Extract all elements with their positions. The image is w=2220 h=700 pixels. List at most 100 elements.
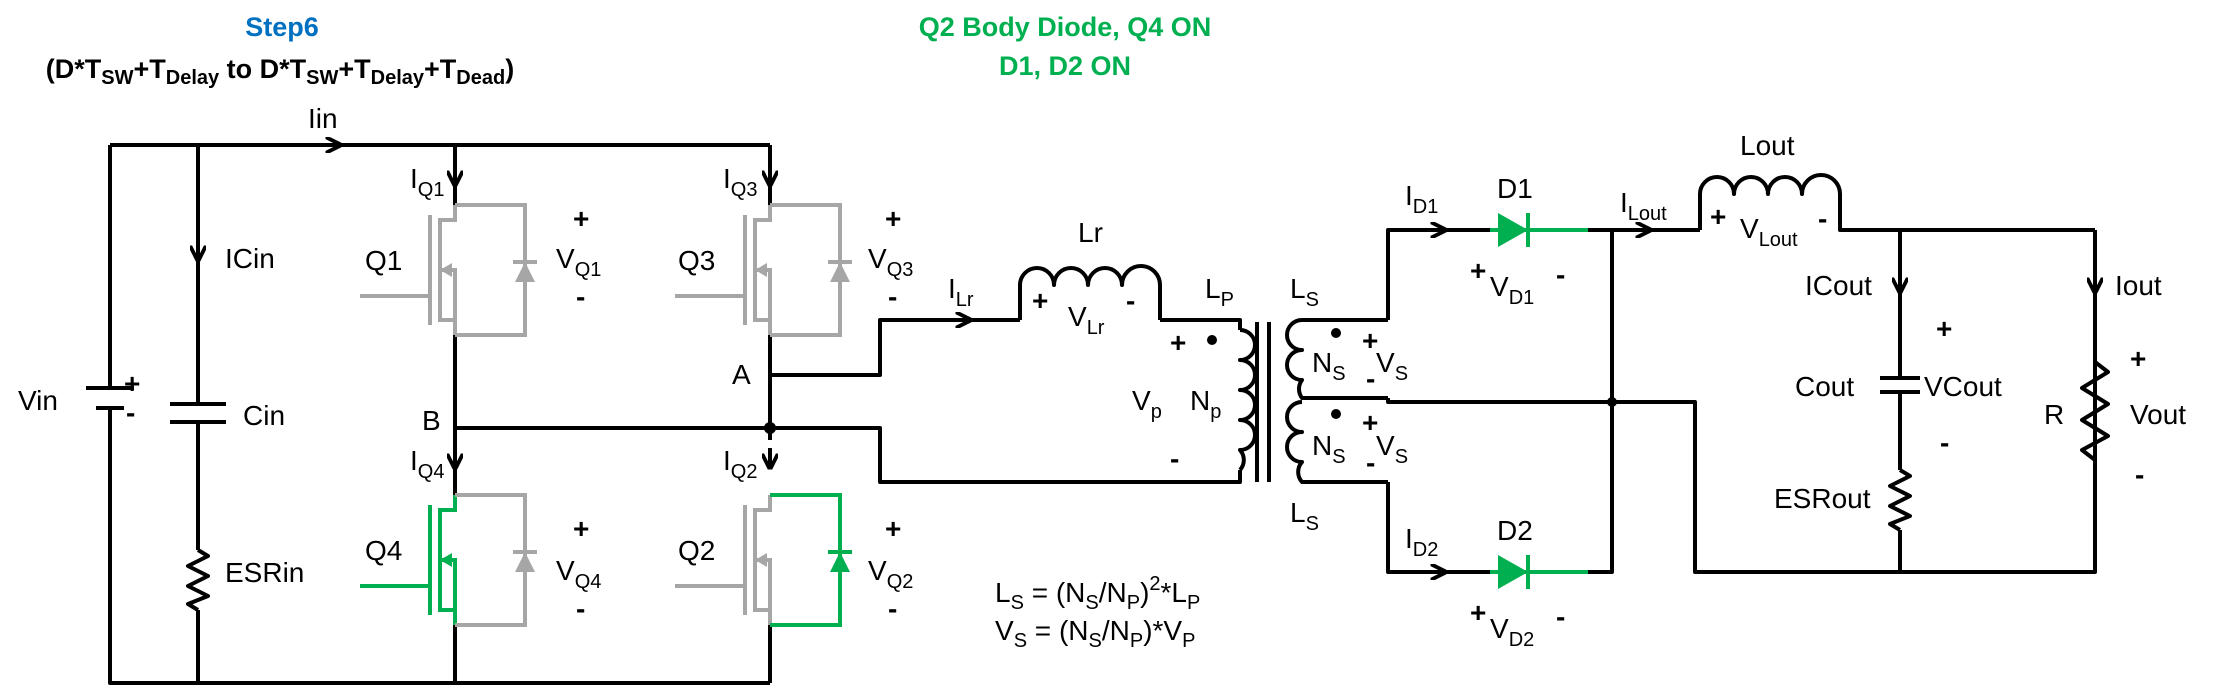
label-q2: Q2 bbox=[678, 535, 715, 566]
vq1-minus: - bbox=[576, 281, 585, 312]
vout-minus: - bbox=[2135, 459, 2144, 490]
capacitor-cin bbox=[170, 402, 226, 424]
label-ls-bottom: LS bbox=[1290, 497, 1319, 535]
label-iq4: IQ4 bbox=[410, 445, 444, 483]
label-ns-top: NS bbox=[1312, 347, 1346, 385]
vs-bottom-minus: - bbox=[1366, 447, 1375, 478]
inductor-lout bbox=[1698, 173, 2095, 232]
svg-text:+: + bbox=[124, 368, 140, 399]
step-interval: (D*TSW+TDelay to D*TSW+TDelay+TDead) bbox=[46, 54, 514, 89]
bridge-wiring bbox=[455, 145, 1242, 683]
vq4-plus: + bbox=[573, 513, 589, 544]
resistor-esrout bbox=[1888, 468, 1912, 532]
secondary-winding-bottom bbox=[1285, 400, 1388, 484]
transformer-core bbox=[1255, 322, 1271, 482]
label-vcout: VCout bbox=[1924, 371, 2002, 402]
vq2-minus: - bbox=[888, 593, 897, 624]
equation-vs: VS = (NS/NP)*VP bbox=[995, 615, 1195, 652]
label-esrout: ESRout bbox=[1774, 483, 1871, 514]
state-line-2: D1, D2 ON bbox=[999, 51, 1131, 81]
capacitor-cout bbox=[1880, 376, 1920, 394]
vd1-plus: + bbox=[1470, 255, 1486, 286]
label-vs-bottom: VS bbox=[1376, 430, 1408, 468]
mosfet-q4 bbox=[360, 493, 537, 627]
primary-winding bbox=[1238, 328, 1257, 472]
vq2-plus: + bbox=[885, 513, 901, 544]
vcout-plus: + bbox=[1936, 313, 1952, 344]
label-cout: Cout bbox=[1795, 371, 1854, 402]
vd1-minus: - bbox=[1556, 259, 1565, 290]
diode-d2 bbox=[1490, 555, 1588, 589]
label-id2: ID2 bbox=[1405, 523, 1438, 561]
resistor-esrin bbox=[186, 548, 210, 612]
label-lr: Lr bbox=[1078, 217, 1103, 248]
vcout-minus: - bbox=[1940, 427, 1949, 458]
label-ls-top: LS bbox=[1290, 273, 1319, 311]
vout-plus: + bbox=[2130, 343, 2146, 374]
vs-top-plus: + bbox=[1362, 325, 1378, 356]
inductor-lr bbox=[1018, 264, 1162, 320]
dot-primary bbox=[1207, 335, 1217, 345]
vp-plus: + bbox=[1170, 327, 1186, 358]
label-vq3: VQ3 bbox=[868, 243, 913, 281]
input-wiring bbox=[108, 145, 770, 685]
label-d1: D1 bbox=[1497, 173, 1533, 204]
label-d2: D2 bbox=[1497, 515, 1533, 546]
label-ilout: ILout bbox=[1620, 187, 1667, 225]
label-vq4: VQ4 bbox=[556, 555, 601, 593]
vq1-plus: + bbox=[573, 203, 589, 234]
label-q4: Q4 bbox=[365, 535, 402, 566]
label-vq1: VQ1 bbox=[556, 243, 601, 281]
label-icout: ICout bbox=[1805, 270, 1872, 301]
label-lout: Lout bbox=[1740, 130, 1795, 161]
resistor-r bbox=[2080, 360, 2110, 462]
label-q1: Q1 bbox=[365, 245, 402, 276]
label-esrin: ESRin bbox=[225, 557, 304, 588]
label-icin: ICin bbox=[225, 243, 275, 274]
vp-minus: - bbox=[1170, 443, 1179, 474]
dot-secondary-bottom bbox=[1331, 409, 1341, 419]
label-np: Np bbox=[1190, 385, 1221, 423]
label-node-a: A bbox=[732, 359, 751, 390]
vlout-minus: - bbox=[1818, 203, 1827, 234]
label-iq2: IQ2 bbox=[723, 445, 757, 483]
vlr-plus: + bbox=[1032, 285, 1048, 316]
label-r: R bbox=[2044, 399, 2064, 430]
equation-ls: LS = (NS/NP)2*LP bbox=[995, 573, 1200, 614]
vs-bottom-plus: + bbox=[1362, 407, 1378, 438]
vd2-plus: + bbox=[1470, 597, 1486, 628]
vlout-plus: + bbox=[1710, 201, 1726, 232]
label-vd1: VD1 bbox=[1490, 271, 1534, 309]
mosfet-q3 bbox=[675, 203, 852, 337]
label-vd2: VD2 bbox=[1490, 613, 1534, 651]
state-line-1: Q2 Body Diode, Q4 ON bbox=[919, 12, 1212, 42]
label-vlout: VLout bbox=[1740, 213, 1798, 251]
vd2-minus: - bbox=[1556, 601, 1565, 632]
label-vlr: VLr bbox=[1068, 301, 1105, 339]
label-iout: Iout bbox=[2115, 270, 2162, 301]
label-cin: Cin bbox=[243, 400, 285, 431]
label-iq3: IQ3 bbox=[723, 163, 757, 201]
secondary-winding-top bbox=[1285, 318, 1388, 400]
vq3-plus: + bbox=[885, 203, 901, 234]
label-vout: Vout bbox=[2130, 399, 2186, 430]
mosfet-q1 bbox=[360, 203, 537, 337]
label-lp: LP bbox=[1205, 273, 1234, 311]
vq4-minus: - bbox=[576, 593, 585, 624]
dot-secondary-top bbox=[1331, 328, 1341, 338]
label-iin: Iin bbox=[308, 103, 338, 134]
label-q3: Q3 bbox=[678, 245, 715, 276]
label-vq2: VQ2 bbox=[868, 555, 913, 593]
step-title: Step6 bbox=[245, 12, 319, 42]
label-id1: ID1 bbox=[1405, 180, 1438, 218]
label-ilr: ILr bbox=[948, 273, 974, 311]
mosfet-q2 bbox=[675, 493, 852, 627]
vs-top-minus: - bbox=[1366, 363, 1375, 394]
label-vs-top: VS bbox=[1376, 347, 1408, 385]
label-iq1: IQ1 bbox=[410, 163, 444, 201]
vlr-minus: - bbox=[1126, 285, 1135, 316]
diode-d1 bbox=[1490, 213, 1588, 247]
label-ns-bottom: NS bbox=[1312, 430, 1346, 468]
svg-text:-: - bbox=[126, 397, 135, 428]
